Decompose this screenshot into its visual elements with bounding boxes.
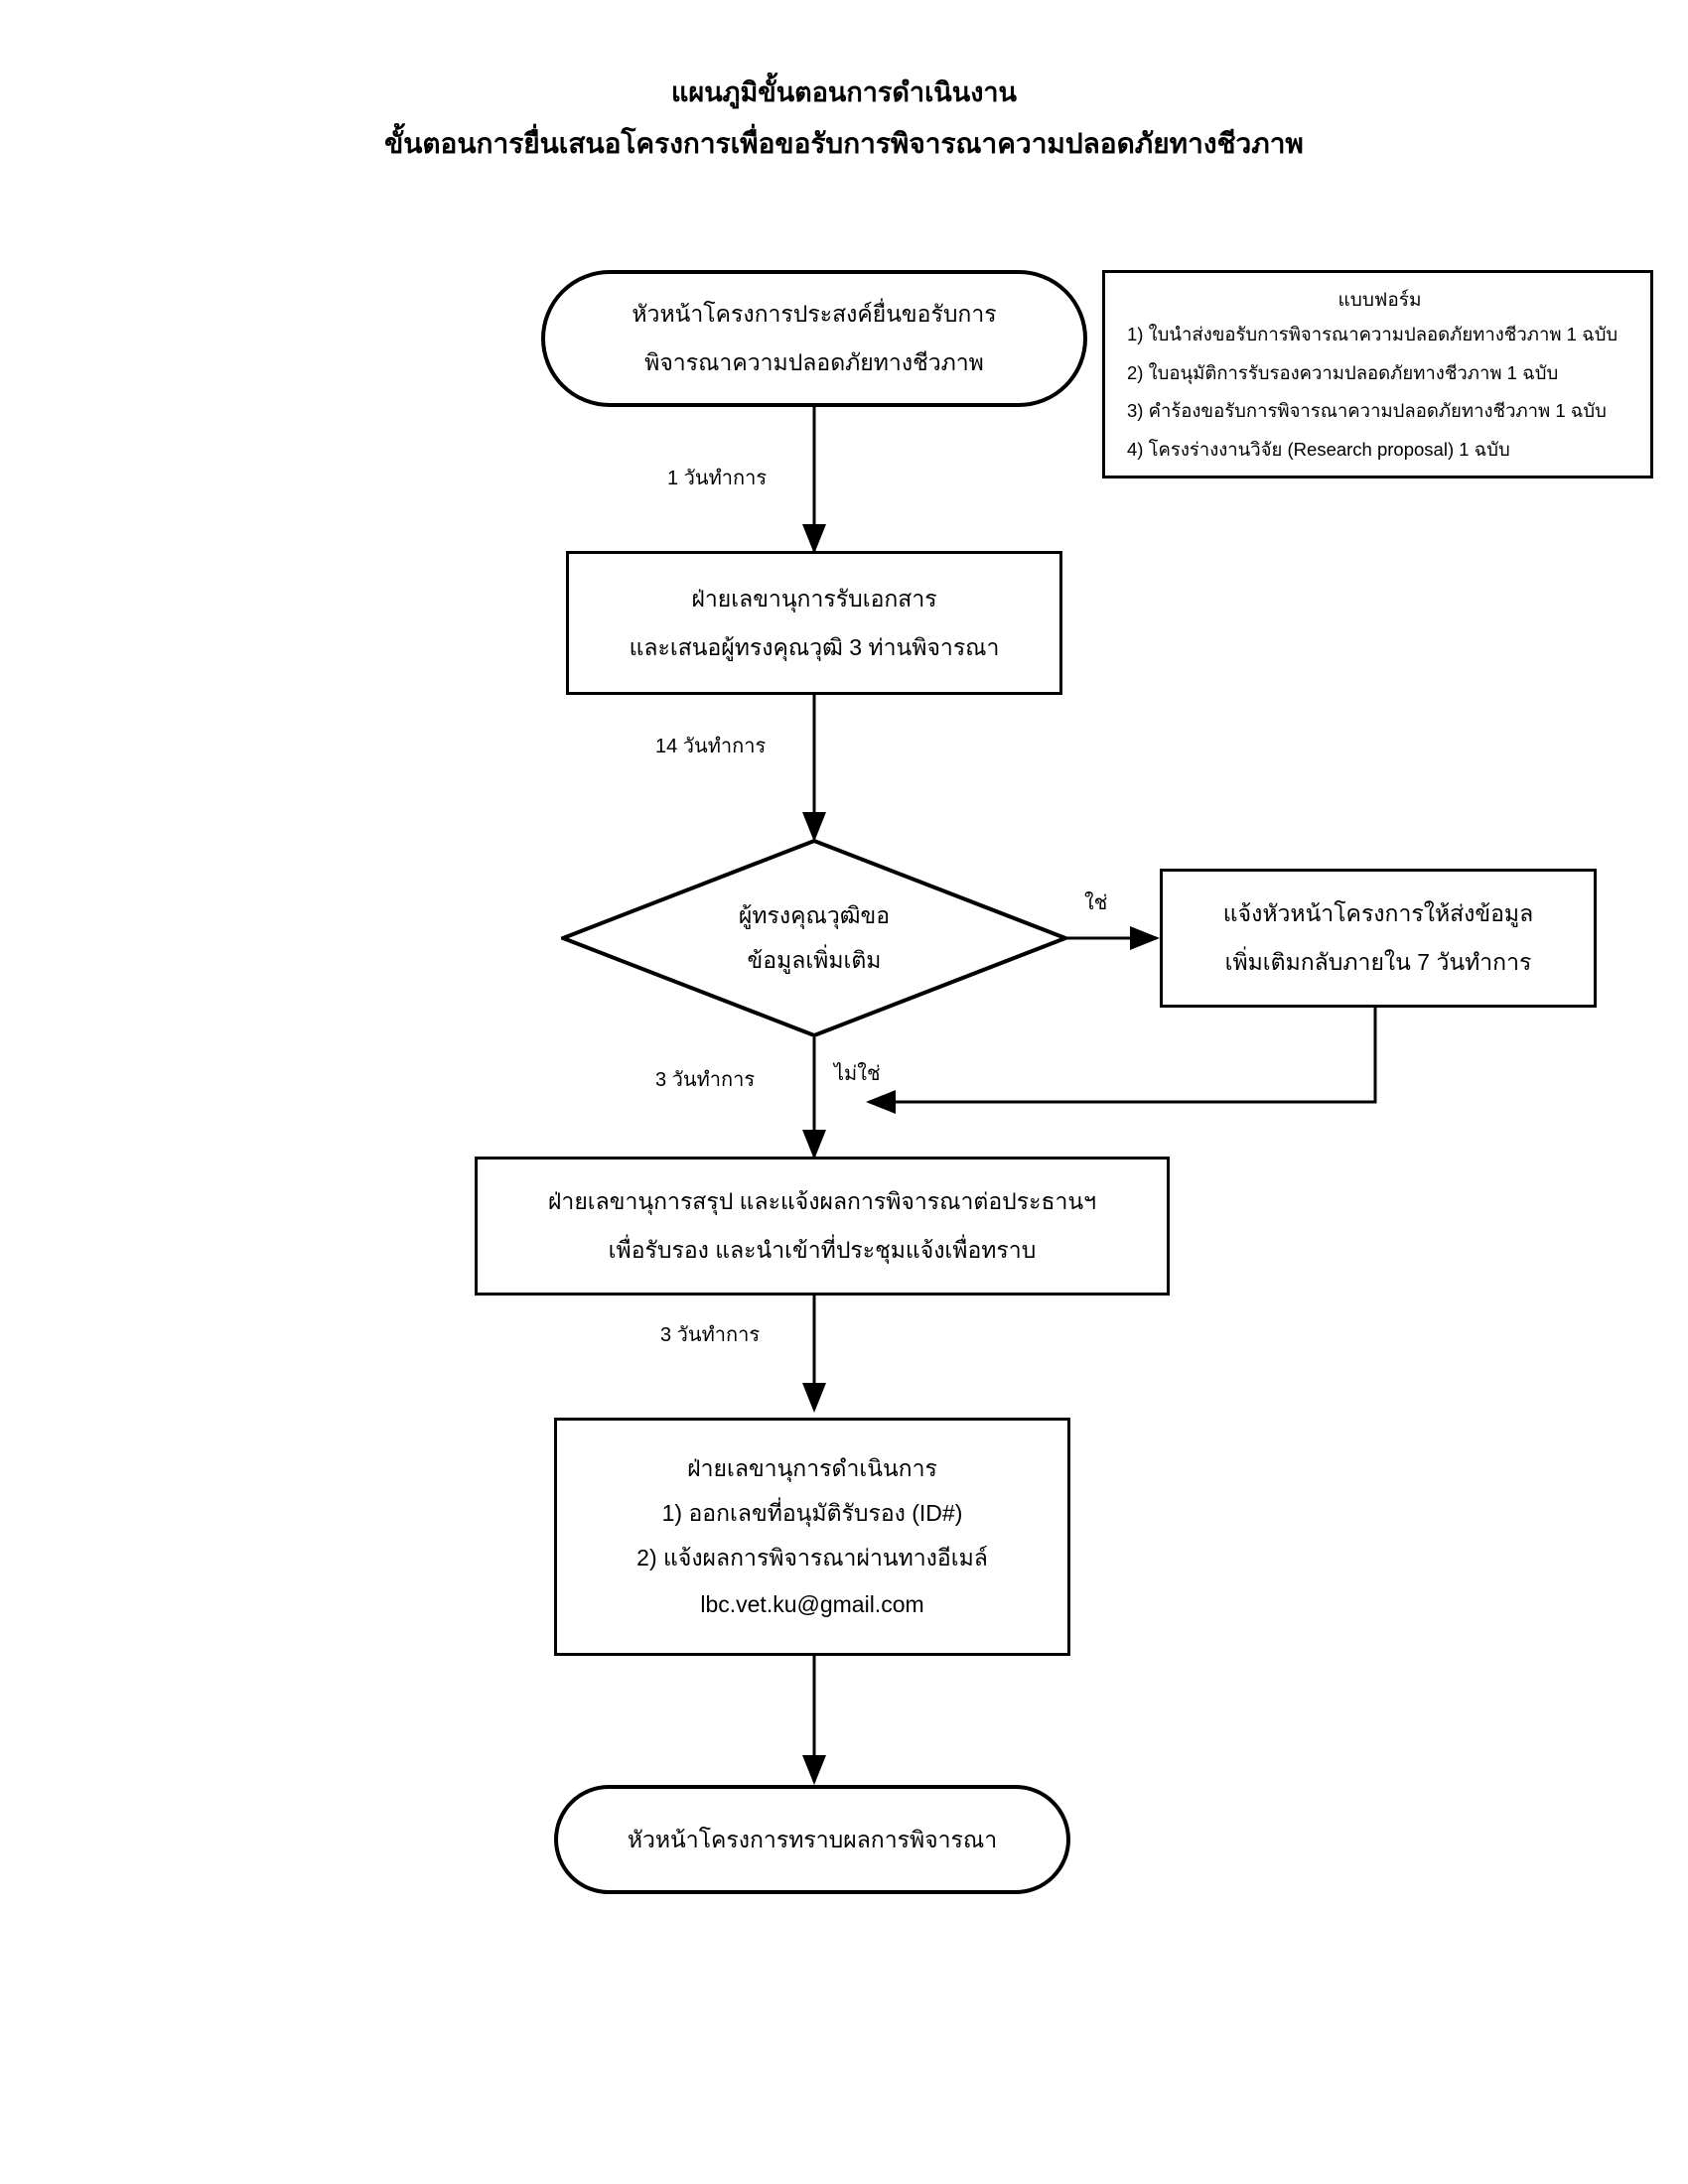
edge-label-start-to-receive: 1 วันทำการ	[667, 468, 768, 489]
form-item-3: 3) คำร้องขอรับการพิจารณาความปลอดภัยทางชี…	[1127, 400, 1607, 421]
node-decision-text: ผู้ทรงคุณวุฒิขอ ข้อมูลเพิ่มเติม	[739, 904, 890, 972]
node-summary-chair-text: ฝ่ายเลขานุการสรุป และแจ้งผลการพิจารณาต่อ…	[548, 1190, 1096, 1262]
node-decision-label: ผู้ทรงคุณวุฒิขอ ข้อมูลเพิ่มเติม	[561, 839, 1067, 1037]
node-end-text: หัวหน้าโครงการทราบผลการพิจารณา	[627, 1826, 998, 1852]
node-secretary-action-email: lbc.vet.ku@gmail.com	[700, 1591, 924, 1617]
page-title: แผนภูมิขั้นตอนการดำเนินงาน ขั้นตอนการยื่…	[0, 79, 1688, 158]
form-item-2: 2) ใบอนุมัติการรับรองความปลอดภัยทางชีวภา…	[1127, 361, 1559, 383]
edge-label-decision-no: ไม่ใช่	[834, 1063, 881, 1085]
edge-label-receive-to-decision: 14 วันทำการ	[655, 736, 767, 757]
node-end: หัวหน้าโครงการทราบผลการพิจารณา	[554, 1785, 1070, 1894]
node-decision: ผู้ทรงคุณวุฒิขอ ข้อมูลเพิ่มเติม	[561, 839, 1067, 1037]
node-summary-chair-line-2: เพื่อรับรอง และนำเข้าที่ประชุมแจ้งเพื่อท…	[608, 1237, 1037, 1263]
node-summary-chair: ฝ่ายเลขานุการสรุป และแจ้งผลการพิจารณาต่อ…	[475, 1157, 1170, 1296]
node-notify-pi-line-1: แจ้งหัวหน้าโครงการให้ส่งข้อมูล	[1222, 900, 1534, 926]
node-secretary-action-line-1: ฝ่ายเลขานุการดำเนินการ	[687, 1455, 937, 1481]
form-item-1: 1) ใบนำส่งขอรับการพิจารณาความปลอดภัยทางช…	[1127, 324, 1618, 344]
node-secretary-receive-text: ฝ่ายเลขานุการรับเอกสาร และเสนอผู้ทรงคุณว…	[629, 585, 1000, 660]
node-notify-pi: แจ้งหัวหน้าโครงการให้ส่งข้อมูล เพิ่มเติม…	[1160, 869, 1597, 1008]
node-start-text: หัวหน้าโครงการประสงค์ยื่นขอรับการ พิจารณ…	[632, 303, 996, 374]
form-item-4: 4) โครงร่างงานวิจัย (Research proposal) …	[1127, 438, 1510, 460]
node-end-line-1: หัวหน้าโครงการทราบผลการพิจารณา	[627, 1826, 998, 1852]
node-secretary-receive: ฝ่ายเลขานุการรับเอกสาร และเสนอผู้ทรงคุณว…	[566, 551, 1062, 695]
node-decision-line-1: ผู้ทรงคุณวุฒิขอ	[738, 902, 891, 928]
node-secretary-action-line-2: 1) ออกเลขที่อนุมัติรับรอง (ID#)	[661, 1500, 963, 1526]
edge-label-summary-to-action: 3 วันทำการ	[660, 1324, 761, 1346]
node-secretary-action: ฝ่ายเลขานุการดำเนินการ 1) ออกเลขที่อนุมั…	[554, 1418, 1070, 1656]
node-start: หัวหน้าโครงการประสงค์ยื่นขอรับการ พิจารณ…	[541, 270, 1087, 407]
node-notify-pi-line-2: เพิ่มเติมกลับภายใน 7 วันทำการ	[1224, 949, 1532, 975]
form-requirements-box: แบบฟอร์ม 1) ใบนำส่งขอรับการพิจารณาความปล…	[1102, 270, 1653, 478]
decision-diamond-outline	[561, 839, 1067, 1037]
node-notify-pi-text: แจ้งหัวหน้าโครงการให้ส่งข้อมูล เพิ่มเติม…	[1223, 902, 1533, 974]
node-start-line-2: พิจารณาความปลอดภัยทางชีวภาพ	[644, 349, 984, 375]
node-summary-chair-line-1: ฝ่ายเลขานุการสรุป และแจ้งผลการพิจารณาต่อ…	[547, 1188, 1097, 1214]
node-secretary-action-line-3: 2) แจ้งผลการพิจารณาผ่านทางอีเมล์	[636, 1545, 988, 1570]
edge-label-decision-yes: ใช่	[1084, 892, 1108, 914]
title-line-1: แผนภูมิขั้นตอนการดำเนินงาน	[670, 77, 1018, 107]
node-secretary-receive-line-1: ฝ่ายเลขานุการรับเอกสาร	[691, 585, 937, 612]
node-secretary-action-text: ฝ่ายเลขานุการดำเนินการ 1) ออกเลขที่อนุมั…	[636, 1457, 988, 1616]
title-line-2: ขั้นตอนการยื่นเสนอโครงการเพื่อขอรับการพิ…	[384, 128, 1304, 159]
node-start-line-1: หัวหน้าโครงการประสงค์ยื่นขอรับการ	[632, 301, 997, 327]
edge-label-decision-to-summary: 3 วันทำการ	[655, 1069, 756, 1091]
node-secretary-receive-line-2: และเสนอผู้ทรงคุณวุฒิ 3 ท่านพิจารณา	[629, 633, 1000, 660]
form-box-heading: แบบฟอร์ม	[1337, 290, 1422, 311]
node-decision-line-2: ข้อมูลเพิ่มเติม	[747, 947, 882, 973]
